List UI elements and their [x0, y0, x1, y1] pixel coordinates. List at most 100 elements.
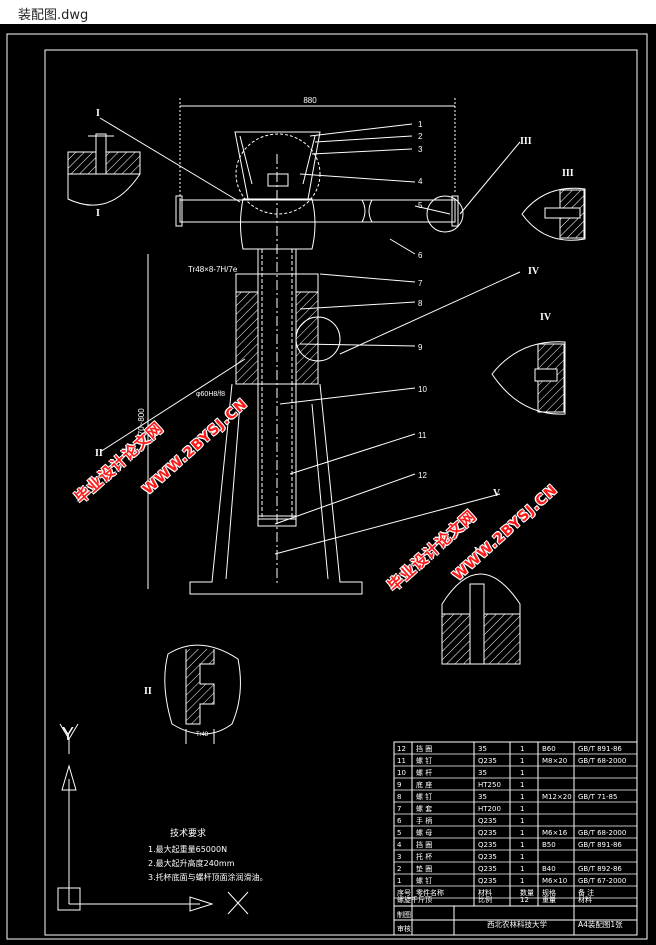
title-block-cell: 挡 圈	[416, 840, 432, 849]
leader-IV	[339, 271, 521, 355]
title-block-cell: GB/T 71-85	[578, 793, 617, 801]
view-label-IV-sub: IV	[540, 312, 552, 323]
callout-8: 8	[418, 299, 423, 308]
title-block-cell: Q235	[478, 817, 497, 825]
callout-2: 2	[418, 132, 423, 141]
title-block-cell: 1	[520, 769, 524, 777]
title-block-cell: 3	[397, 853, 401, 861]
view-label-IV: IV	[528, 266, 540, 277]
detail-dim-label: Tr48	[196, 732, 209, 738]
title-block-cell: 7	[397, 805, 401, 813]
callout-6: 6	[418, 251, 423, 260]
dim-top-label: 880	[303, 96, 317, 105]
title-block-cell: B60	[542, 745, 556, 753]
title-block-cell: 2	[397, 865, 401, 873]
notes-line-2: 2.最大起升高度240mm	[148, 858, 235, 868]
view-label-I-sub: I	[96, 208, 100, 219]
title-block-cell: 序号	[397, 888, 411, 897]
notes-line-3: 3.托杯底面与螺杆顶面涂润滑油。	[148, 872, 268, 882]
callout-12: 12	[418, 471, 427, 480]
view-label-III: III	[520, 136, 532, 147]
title-block-cell: 挡 圈	[416, 744, 432, 753]
title-block-cell: M6×10	[542, 877, 567, 885]
callout-11: 11	[418, 431, 427, 440]
title-block-cell: Q235	[478, 757, 497, 765]
title-block-cell: 螺 杆	[416, 768, 432, 777]
title-block-cell: Q235	[478, 829, 497, 837]
title-block-cell: 螺 钉	[416, 756, 432, 765]
title-block-cell: Q235	[478, 853, 497, 861]
title-block-cell: 材料	[478, 888, 492, 897]
title-block-cell: 1	[520, 757, 524, 765]
screw-head	[240, 198, 316, 250]
title-block-cell: 备 注	[578, 888, 594, 897]
title-block-cell: 垫 圈	[416, 864, 432, 873]
sheet-label: A4装配图1张	[578, 919, 623, 929]
title-block-cell: 螺 母	[416, 828, 432, 837]
title-block-cell: 4	[397, 841, 402, 849]
leader-III	[459, 141, 521, 215]
title-block-cell: 1	[520, 793, 524, 801]
callout-10: 10	[418, 385, 427, 394]
leader-II	[99, 358, 246, 453]
window-title: 装配图.dwg	[18, 8, 89, 23]
drawn-label: 制图	[397, 910, 411, 919]
title-block-cell: 托 杯	[416, 852, 432, 861]
checked-label: 审核	[397, 924, 411, 933]
inner-frame	[44, 49, 638, 936]
title-block-cell: 1	[397, 877, 401, 885]
title-block-cell: Q235	[478, 865, 497, 873]
leader-I	[99, 117, 241, 203]
weight-label: 重量	[542, 896, 556, 904]
title-block-cell: 8	[397, 793, 401, 801]
title-block-cell: GB/T 68-2000	[578, 829, 626, 837]
title-block-cell: 螺 钉	[416, 792, 432, 801]
title-block-cell: 1	[520, 829, 524, 837]
title-block-cell: 5	[397, 829, 401, 837]
title-block-cell: 12	[397, 745, 406, 753]
x-mark-icon	[227, 891, 249, 915]
title-block-cell: 手 柄	[416, 816, 432, 825]
title-block-cell: 11	[397, 757, 406, 765]
outer-frame	[6, 33, 648, 940]
title-block-cell: GB/T 891-86	[578, 841, 622, 849]
title-block-cell: B40	[542, 865, 556, 873]
title-block-cell: 1	[520, 817, 524, 825]
view-label-II: II	[95, 448, 103, 459]
title-block-cell: HT250	[478, 781, 501, 789]
title-block-cell: GB/T 891-86	[578, 745, 622, 753]
title-block-cell: 零件名称	[416, 888, 444, 897]
title-block-cell: Q235	[478, 841, 497, 849]
notes-line-1: 1.最大起重量65000N	[148, 844, 227, 854]
title-block-cell: 1	[520, 877, 524, 885]
handle-bar	[179, 199, 456, 223]
scale-label: 比例	[478, 895, 492, 904]
title-bar: 装配图.dwg	[0, 0, 656, 24]
title-block-cell: 9	[397, 781, 401, 789]
dim-height-label: 570~800	[137, 408, 146, 440]
title-block-cell: HT200	[478, 805, 501, 813]
title-block-cell: M8×20	[542, 757, 567, 765]
view-label-V: V	[493, 488, 501, 499]
callout-5: 5	[418, 201, 423, 210]
thread-label: Tr48×8-7H/7e	[188, 265, 238, 274]
notes-heading: 技术要求	[170, 827, 206, 839]
title-block-cell: 数量	[520, 888, 534, 897]
callout-9: 9	[418, 343, 423, 352]
detail-view-V	[441, 573, 521, 665]
title-block-cell: M6×16	[542, 829, 568, 837]
title-block-cell: 1	[520, 781, 524, 789]
title-block-cell: 1	[520, 853, 524, 861]
title-block-cell: B50	[542, 841, 556, 849]
school-name: 西北农林科技大学	[487, 919, 547, 929]
title-block-cell: GB/T 892-86	[578, 865, 622, 873]
title-block-cell: 1	[520, 805, 524, 813]
base	[189, 383, 363, 595]
title-block-cell: 螺 套	[416, 804, 432, 813]
title-block-cell: 1	[520, 745, 524, 753]
title-block-cell: Q235	[478, 877, 497, 885]
view-label-III-sub: III	[562, 168, 574, 179]
